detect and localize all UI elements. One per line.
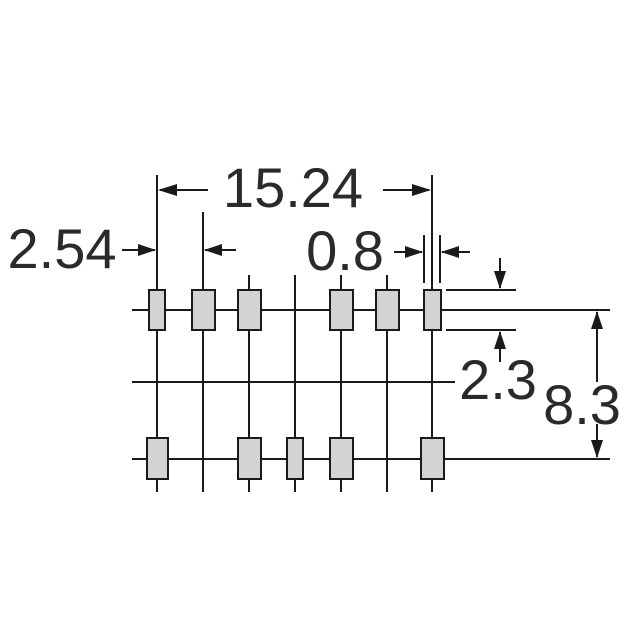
pad — [329, 437, 354, 480]
bottom-row-pads — [146, 437, 445, 480]
arrow-down-icon — [591, 440, 603, 458]
pad — [237, 289, 262, 331]
arrow-left-icon — [158, 184, 177, 196]
pad — [286, 437, 304, 480]
pad — [148, 289, 166, 331]
pad — [237, 437, 262, 480]
pad-width-label: 0.8 — [306, 219, 384, 282]
overall-pitch-label: 15.24 — [223, 156, 363, 219]
pin-pitch-label: 2.54 — [8, 217, 117, 280]
dimension-pad-length: 2.3 — [446, 258, 537, 411]
row-spacing-label: 8.3 — [543, 373, 621, 436]
pad — [423, 289, 442, 331]
dimension-pin-pitch: 2.54 — [8, 217, 236, 280]
arrow-left-icon — [441, 246, 459, 258]
arrow-up-icon — [591, 311, 603, 329]
pad — [375, 289, 400, 331]
pad — [420, 437, 445, 480]
top-row-pads — [148, 289, 442, 331]
pad — [191, 289, 216, 331]
pad-length-label: 2.3 — [459, 348, 537, 411]
arrow-right-icon — [412, 184, 431, 196]
arrow-left-icon — [204, 244, 222, 256]
arrow-down-icon — [494, 271, 506, 289]
dimension-overall-pitch: 15.24 — [158, 156, 431, 219]
arrow-right-icon — [405, 246, 423, 258]
arrow-up-icon — [494, 331, 506, 349]
pad — [329, 289, 354, 331]
arrow-right-icon — [138, 244, 156, 256]
pad — [146, 437, 169, 480]
dimension-row-spacing: 8.3 — [543, 311, 621, 458]
dimension-pad-width: 0.8 — [306, 219, 470, 283]
